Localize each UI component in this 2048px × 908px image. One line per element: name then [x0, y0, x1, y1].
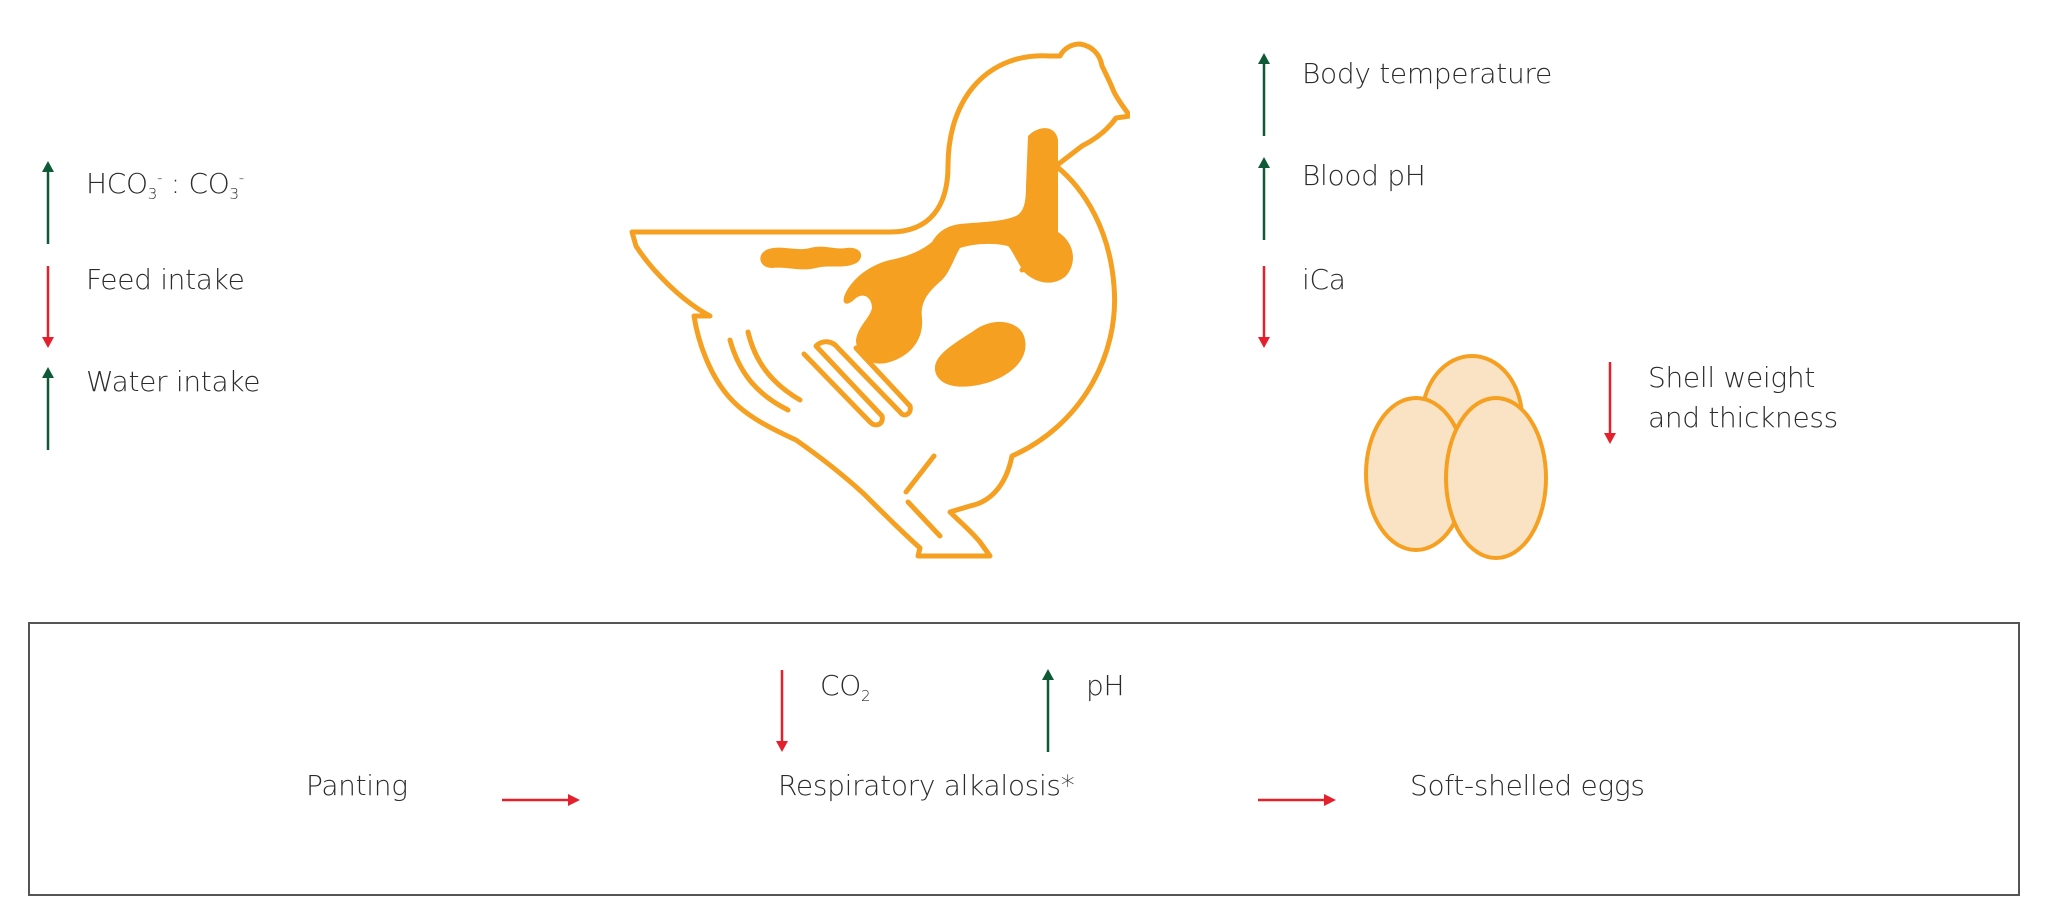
down-arrow-icon [42, 266, 54, 348]
co2-label: CO2 [820, 669, 871, 705]
soft-shelled-eggs-label: Soft-shelled eggs [1410, 769, 1645, 802]
up-arrow-icon [1258, 53, 1270, 136]
eggs-icon [1364, 354, 1548, 560]
feed-intake-label: Feed intake [86, 263, 245, 296]
respiratory-alkalosis-label: Respiratory alkalosis* [778, 769, 1075, 802]
down-arrow-icon [1258, 266, 1270, 348]
down-arrow-icon [776, 670, 788, 752]
pathway-box [28, 622, 2020, 896]
hen-icon [629, 41, 1130, 559]
shell-weight-line1: Shell weight [1648, 361, 1816, 394]
water-intake-label: Water intake [86, 365, 261, 398]
ica-label: iCa [1302, 263, 1346, 296]
hco3-co3-ratio-label: HCO3- : CO3- [86, 167, 244, 203]
shell-weight-label: Shell weight and thickness [1648, 358, 1908, 438]
up-arrow-icon [42, 367, 54, 450]
blood-ph-label: Blood pH [1302, 159, 1426, 192]
down-arrow-icon [1604, 362, 1616, 444]
body-temperature-label: Body temperature [1302, 57, 1552, 90]
right-arrow-icon [502, 794, 580, 806]
panting-label: Panting [306, 769, 408, 802]
shell-weight-line2: and thickness [1648, 401, 1838, 434]
up-arrow-icon [42, 161, 54, 244]
up-arrow-icon [1042, 669, 1054, 752]
right-arrow-icon [1258, 794, 1336, 806]
up-arrow-icon [1258, 157, 1270, 240]
ph-label: pH [1086, 669, 1125, 702]
